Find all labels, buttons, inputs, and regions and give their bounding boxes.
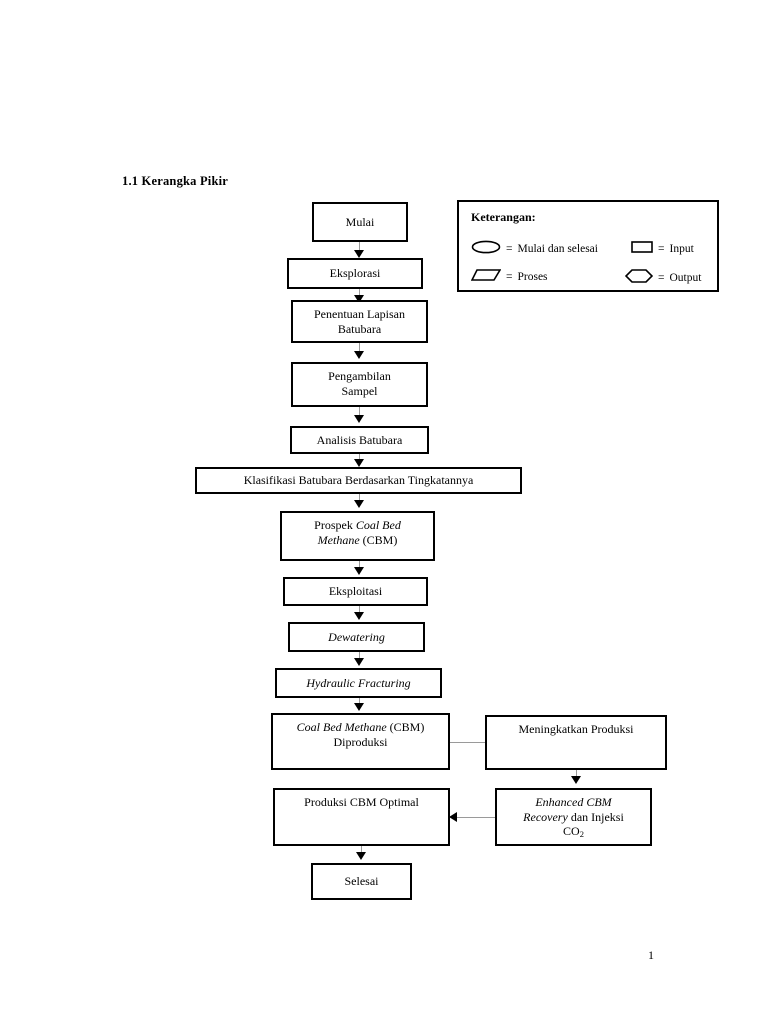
legend-item-equals: = (506, 242, 513, 255)
flow-node-selesai: Selesai (311, 863, 412, 900)
arrowhead-left-icon (449, 812, 457, 822)
flow-node-pengambilan-sampel: Pengambilan Sampel (291, 362, 428, 407)
arrowhead-down-icon (354, 658, 364, 666)
page-number: 1 (648, 948, 654, 962)
flow-node-prospek-coal-bed-methane: Prospek Coal Bed Methane (CBM) (280, 511, 435, 561)
connector-mulai-eksplorasi (359, 242, 360, 256)
arrowhead-down-icon (356, 852, 366, 860)
node-line-1-italic: Enhanced CBM (535, 795, 612, 809)
node-line-2-post: (CBM) (359, 532, 398, 547)
hexagon-shape-icon (624, 268, 654, 287)
node-line-2-italic: Methane (317, 532, 360, 547)
arrowhead-down-icon (354, 612, 364, 620)
node-line-2: Sampel (341, 383, 378, 398)
node-line-2-italic: Recovery (523, 809, 568, 824)
flow-node-enhanced-cbm-recovery: Enhanced CBM Recovery dan Injeksi CO2 (495, 788, 652, 846)
node-line-1-italic: Coal Bed Methane (296, 720, 387, 734)
legend-title: Keterangan: (471, 210, 536, 224)
node-line-1-post: (CBM) (386, 720, 425, 734)
arrowhead-down-icon (354, 415, 364, 423)
co2-subscript: 2 (579, 829, 584, 840)
legend-item-equals: = (658, 242, 665, 255)
flow-node-meningkatkan-produksi: Meningkatkan Produksi (485, 715, 667, 770)
parallelogram-shape-icon (470, 268, 502, 285)
node-line-2-post: dan Injeksi (567, 809, 624, 824)
arrowhead-down-icon (354, 250, 364, 258)
legend-item-label: Mulai dan selesai (517, 242, 598, 255)
node-line-1-pre: Prospek (314, 518, 356, 532)
legend-item-equals: = (658, 271, 665, 284)
legend-item-label: Output (669, 271, 702, 284)
arrowhead-down-icon (354, 459, 364, 467)
flow-node-analisis-batubara: Analisis Batubara (290, 426, 429, 454)
arrowhead-down-icon (354, 567, 364, 575)
arrowhead-down-icon (354, 351, 364, 359)
flow-node-eksplorasi: Eksplorasi (287, 258, 423, 289)
connector-hydraulic-cbm (359, 698, 360, 707)
node-line-2: Diproduksi (333, 734, 388, 749)
legend-item-label: Input (669, 242, 694, 255)
connector-pengambilan-analisis (359, 407, 360, 421)
arrowhead-down-icon (571, 776, 581, 784)
ellipse-shape-icon (471, 240, 501, 257)
node-line-2: Batubara (337, 321, 382, 336)
flow-node-hydraulic-fracturing: Hydraulic Fracturing (275, 668, 442, 698)
legend-item-mulai-dan-selesai: = Mulai dan selesai (471, 240, 598, 257)
node-line-3: CO2 (563, 824, 584, 840)
connector-penentuan-pengambilan (359, 343, 360, 357)
flow-node-mulai: Mulai (312, 202, 408, 242)
node-line-1-italic: Coal Bed (355, 518, 401, 532)
co2-label: CO (563, 824, 580, 839)
connector-enhanced-produksi-optimal (457, 817, 495, 818)
node-line-1: Pengambilan (328, 369, 391, 383)
legend-box: Keterangan: = Mulai dan selesai = Input … (457, 200, 719, 292)
legend-item-equals: = (506, 270, 513, 283)
page-title: 1.1 Kerangka Pikir (122, 174, 229, 188)
flow-node-dewatering: Dewatering (288, 622, 425, 652)
legend-item-proses: = Proses (470, 268, 548, 285)
legend-item-label: Proses (517, 270, 548, 283)
arrowhead-down-icon (354, 703, 364, 711)
arrowhead-down-icon (354, 295, 364, 303)
legend-item-input: = Input (631, 240, 694, 257)
flow-node-penentuan-lapisan-batubara: Penentuan Lapisan Batubara (291, 300, 428, 343)
flow-node-klasifikasi-batubara: Klasifikasi Batubara Berdasarkan Tingkat… (195, 467, 522, 494)
connector-cbm-meningkatkan (450, 742, 488, 743)
arrowhead-down-icon (354, 500, 364, 508)
node-line-1: Penentuan Lapisan (314, 307, 405, 321)
rectangle-shape-icon (631, 240, 653, 257)
flow-node-eksploitasi: Eksploitasi (283, 577, 428, 606)
flow-node-produksi-cbm-optimal: Produksi CBM Optimal (273, 788, 450, 846)
legend-item-output: = Output (624, 268, 702, 287)
flow-node-cbm-diproduksi: Coal Bed Methane (CBM) Diproduksi (271, 713, 450, 770)
